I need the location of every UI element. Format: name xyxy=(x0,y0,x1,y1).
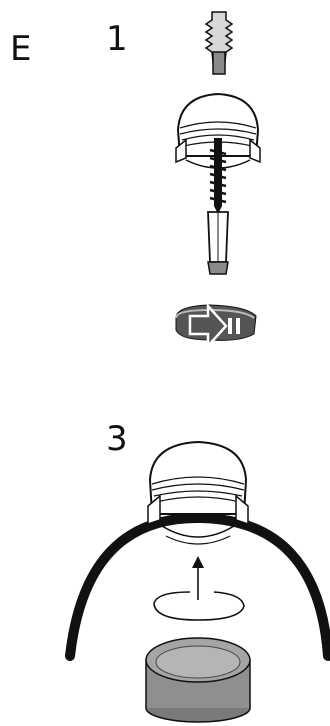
cap-icon xyxy=(148,442,248,544)
arrow-up-icon xyxy=(192,556,204,600)
wall-plug-icon xyxy=(206,12,232,74)
cover-icon xyxy=(146,638,250,722)
rotate-arrow-icon xyxy=(176,305,256,346)
cable-icon xyxy=(70,518,328,656)
wall-plug-icon xyxy=(208,212,228,274)
rotation-ellipse-icon xyxy=(154,592,244,620)
